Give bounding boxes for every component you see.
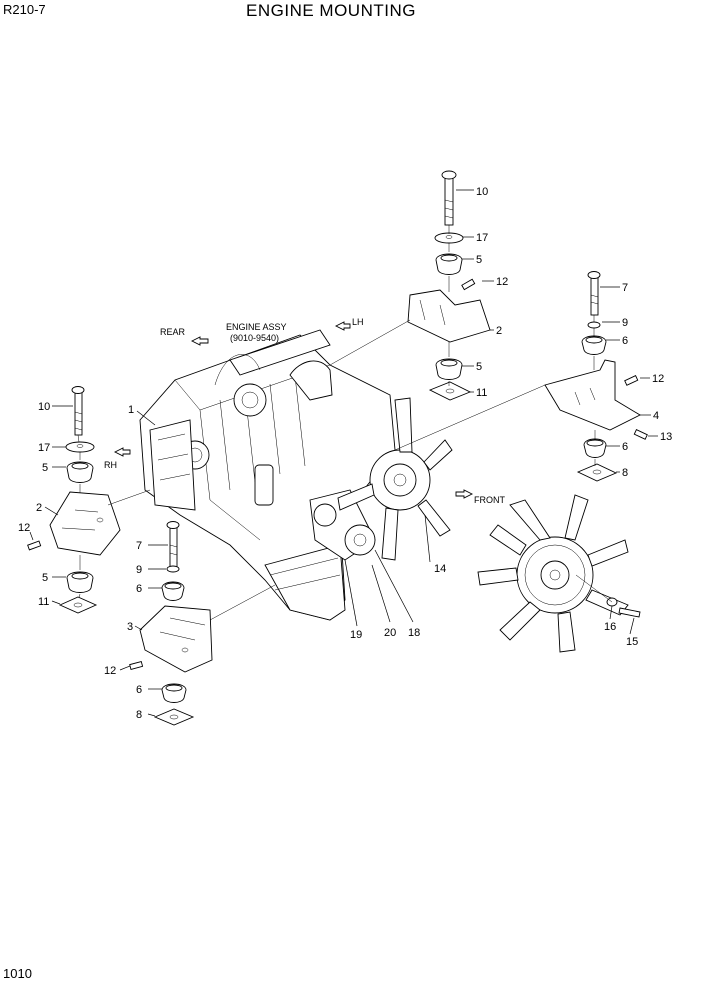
- callout-16: 16: [604, 621, 616, 633]
- callout-8: 8: [136, 709, 142, 721]
- callout-12: 12: [496, 276, 508, 288]
- page-title: ENGINE MOUNTING: [246, 1, 416, 20]
- callout-19: 19: [350, 629, 362, 641]
- callout-12: 12: [104, 665, 116, 677]
- engine-assy-label: ENGINE ASSY: [226, 322, 287, 332]
- model-code: R210-7: [3, 2, 46, 17]
- callout-10: 10: [38, 401, 50, 413]
- mount-stack-top: [407, 170, 491, 401]
- mount-stack-right: [544, 271, 648, 482]
- rh-arrow-icon: [113, 447, 131, 457]
- rh-label: RH: [104, 460, 117, 470]
- mount-stack-left: [27, 386, 121, 614]
- callout-11: 11: [476, 387, 487, 399]
- callout-12: 12: [652, 373, 664, 385]
- callout-15: 15: [626, 636, 638, 648]
- cooling-fan: [477, 494, 641, 653]
- callout-8: 8: [622, 467, 628, 479]
- callout-17: 17: [38, 442, 50, 454]
- engine-assy-number: (9010-9540): [230, 333, 279, 343]
- front-label: FRONT: [474, 495, 505, 505]
- lh-arrow-icon: [334, 321, 351, 331]
- callout-13: 13: [660, 431, 672, 443]
- rear-label: REAR: [160, 327, 186, 337]
- front-arrow-icon: [455, 489, 474, 499]
- callout-3: 3: [127, 621, 133, 633]
- callout-17: 17: [476, 232, 488, 244]
- callout-6: 6: [622, 441, 628, 453]
- callout-18: 18: [408, 627, 420, 639]
- callout-1: 1: [128, 404, 134, 416]
- page-number: 1010: [3, 966, 32, 981]
- callout-7: 7: [622, 282, 628, 294]
- callout-2: 2: [36, 502, 42, 514]
- callout-5: 5: [42, 462, 48, 474]
- rear-arrow-icon: [190, 336, 209, 346]
- callout-9: 9: [622, 317, 628, 329]
- callout-6: 6: [136, 684, 142, 696]
- leader-lines: [29, 189, 658, 717]
- lh-label: LH: [352, 317, 364, 327]
- callout-9: 9: [136, 564, 142, 576]
- callout-5: 5: [476, 361, 482, 373]
- callout-20: 20: [384, 627, 396, 639]
- callout-2: 2: [496, 325, 502, 337]
- callout-5: 5: [42, 572, 48, 584]
- callout-7: 7: [136, 540, 142, 552]
- callout-6: 6: [622, 335, 628, 347]
- callout-12: 12: [18, 522, 30, 534]
- engine-assembly: [139, 329, 453, 621]
- direction-arrows: [113, 321, 474, 499]
- mount-stack-bottom: [129, 521, 213, 726]
- callout-11: 11: [38, 596, 49, 608]
- callout-5: 5: [476, 254, 482, 266]
- callout-14: 14: [434, 563, 446, 575]
- callout-10: 10: [476, 186, 488, 198]
- callout-4: 4: [653, 410, 659, 422]
- callout-6: 6: [136, 583, 142, 595]
